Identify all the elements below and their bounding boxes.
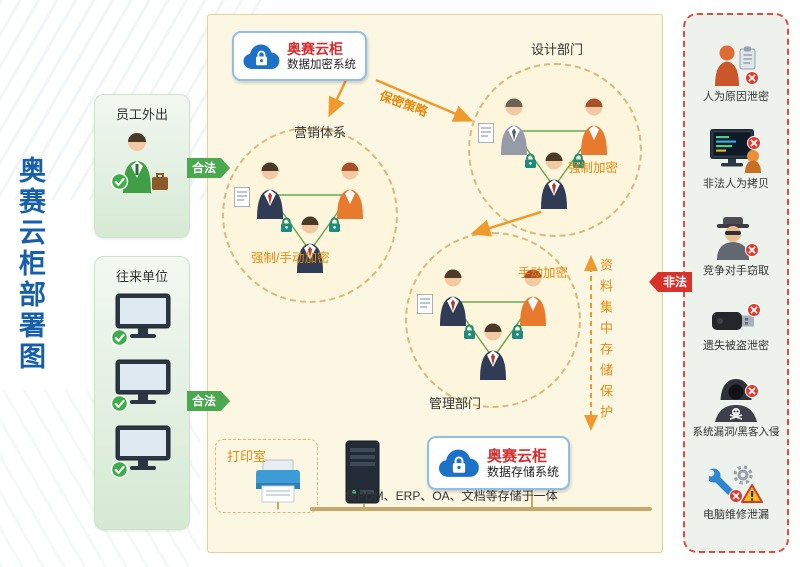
encryption-system-box: 奥赛云柜 数据加密系统: [232, 31, 367, 81]
marketing-dept-label: 营销体系: [294, 125, 347, 140]
repair-tools-icon: [706, 465, 763, 504]
printer-icon: [256, 459, 300, 503]
threat-item: 系统漏洞/黑客入侵: [692, 378, 780, 439]
threat-label: 电脑维修泄漏: [703, 509, 769, 521]
encryption-brand: 奥赛云柜: [287, 40, 343, 57]
print-room-box: [215, 439, 318, 513]
threat-label: 人为原因泄密: [703, 91, 769, 103]
employee-out-title: 员工外出: [115, 107, 168, 122]
legal-label: 合法: [187, 158, 222, 178]
threat-item: 遗失被盗泄密: [703, 302, 769, 353]
legal-arrow-badge-top: 合法: [187, 158, 231, 178]
monitor-with-check-icon: [110, 293, 171, 347]
storage-brand: 奥赛云柜: [487, 447, 548, 465]
design-group-circle: [468, 63, 642, 237]
employee-with-briefcase-icon: [110, 132, 169, 194]
storage-note: 集PDM、ERP、OA、文档等存储于一体: [345, 489, 558, 503]
threat-item: 电脑维修泄漏: [703, 464, 769, 522]
usb-drive-icon: [712, 302, 762, 330]
arrow-left-icon: [649, 272, 658, 292]
print-room-label: 打印室: [227, 449, 267, 464]
hacker-skull-icon: [714, 379, 760, 422]
cloud-lock-icon: [243, 43, 280, 70]
management-people-graphic: [416, 269, 546, 380]
page-title: 奥赛云柜部署图: [15, 156, 45, 373]
management-mode-label: 手动加密: [518, 266, 569, 280]
threat-label: 系统漏洞/黑客入侵: [692, 426, 780, 438]
threat-item: 人为原因泄密: [703, 44, 769, 104]
person-clipboard-icon: [715, 45, 760, 86]
design-people-graphic: [477, 98, 607, 209]
encryption-subtitle: 数据加密系统: [287, 58, 356, 71]
threat-label: 遗失被盗泄密: [703, 340, 769, 352]
server-icon: [345, 440, 380, 504]
management-dept-label: 管理部门: [429, 396, 482, 411]
threat-item: 竞争对手窃取: [703, 216, 769, 278]
legal-arrow-badge-bottom: 合法: [187, 391, 231, 411]
employee-out-panel: 员工外出: [94, 94, 190, 238]
legal-label: 合法: [187, 391, 222, 411]
storage-flow-label: 资料集中存储保护: [598, 258, 613, 426]
monitor-with-check-icon: [110, 359, 171, 413]
arrow-right-icon: [221, 391, 231, 411]
management-group-circle: [405, 232, 581, 408]
monitor-with-check-icon: [110, 425, 171, 479]
design-mode-label: 强制加密: [568, 161, 619, 175]
threat-label: 非法人为拷贝: [703, 178, 769, 190]
computer-copy-icon: [710, 129, 762, 173]
marketing-group-circle: [222, 127, 398, 303]
illegal-label: 非法: [658, 272, 693, 292]
storage-system-box: 奥赛云柜 数据存储系统: [427, 436, 571, 490]
partner-units-panel: 往来单位: [94, 256, 190, 530]
marketing-mode-label: 强制/手动加密: [251, 251, 330, 265]
cloud-lock-icon: [438, 448, 480, 478]
storage-subtitle: 数据存储系统: [487, 464, 560, 479]
illegal-arrow-badge: 非法: [649, 272, 693, 292]
threat-item: 非法人为拷贝: [703, 129, 769, 191]
threat-panel: 人为原因泄密 非法人为拷贝: [683, 13, 789, 553]
design-dept-label: 设计部门: [531, 42, 584, 57]
arrow-right-icon: [221, 158, 231, 178]
threat-label: 竞争对手窃取: [703, 265, 769, 277]
marketing-people-graphic: [233, 162, 363, 273]
partner-units-title: 往来单位: [115, 269, 168, 284]
spy-icon: [717, 217, 760, 260]
